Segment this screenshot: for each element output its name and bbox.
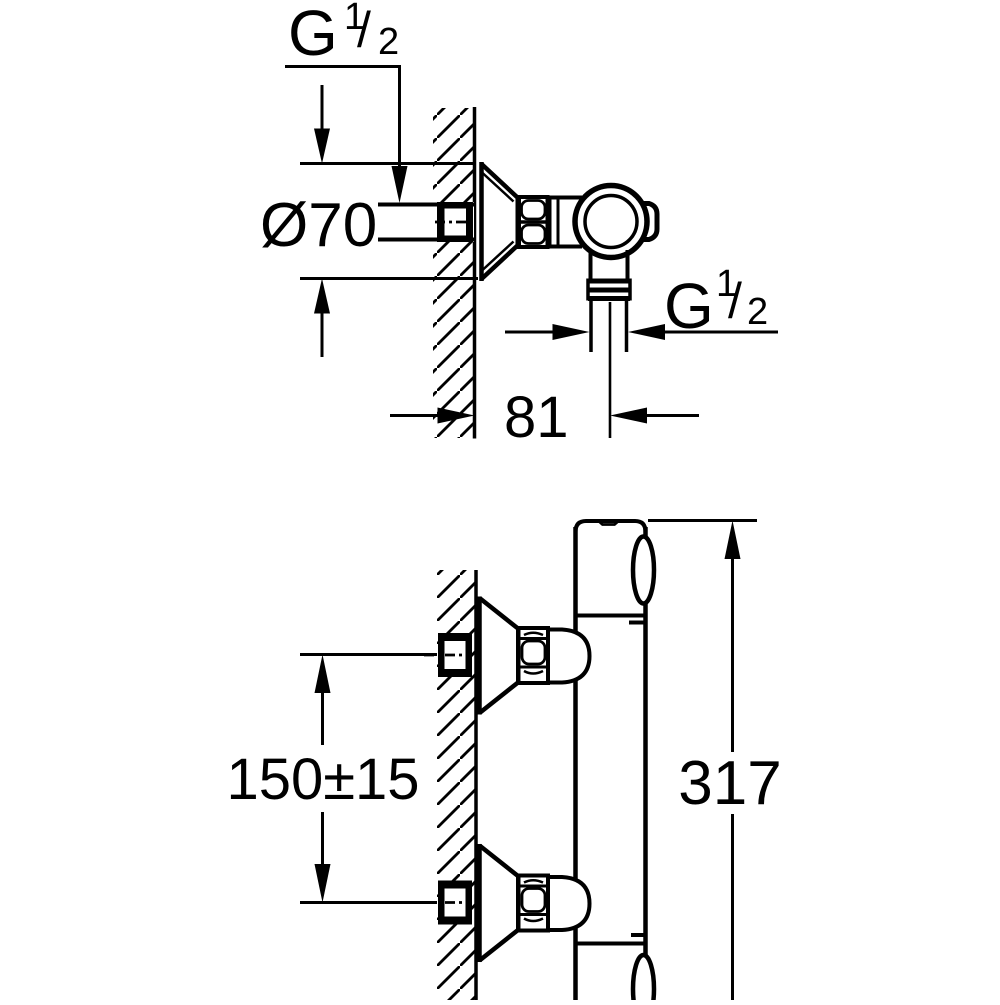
outlet-thread-label-denominator: 2 xyxy=(747,291,768,333)
dim-arrow-down xyxy=(391,166,408,203)
escutcheon-diameter-label: Ø70 xyxy=(260,191,377,260)
inlet-sleeve-collar xyxy=(548,197,560,247)
dim-arrow-right xyxy=(437,407,475,424)
dim-body-height xyxy=(648,519,757,1000)
handle-button-lower xyxy=(630,952,657,1005)
dim-extension-lines xyxy=(300,162,478,280)
union-dome xyxy=(548,875,592,932)
supply-thread-label-letter: G xyxy=(288,0,338,69)
dim-arrow-down xyxy=(314,864,331,903)
side-view: G 1 / 2 Ø70 G 1 / 2 81 xyxy=(260,0,778,450)
union-nut-facet-mid xyxy=(520,639,547,666)
dim-wall-to-outlet xyxy=(390,407,699,424)
union-nut-facet-arcs xyxy=(523,879,544,923)
dim-arrow-left xyxy=(628,324,665,340)
dim-supply-thread xyxy=(285,65,408,203)
dim-leader-line xyxy=(285,65,401,168)
escutcheon-fill xyxy=(479,598,518,713)
union-nut-facet-lines xyxy=(518,637,548,669)
outlet-thread-label-slash: / xyxy=(728,273,742,329)
union-nut-facet-mid xyxy=(520,887,547,913)
dim-arrow-left xyxy=(610,407,647,424)
inlet-spacing-label: 150±15 xyxy=(226,747,419,812)
supply-thread-label-slash: / xyxy=(357,2,371,58)
shower-hose xyxy=(589,300,629,352)
coupling-nut-ribs xyxy=(588,278,630,301)
supply-thread-label-numerator: 1 xyxy=(344,0,365,38)
dim-inlet-spacing xyxy=(300,653,437,904)
escutcheon-cone-side xyxy=(479,162,520,281)
wall-to-outlet-label: 81 xyxy=(504,385,569,450)
dim-arrow-right xyxy=(552,324,590,340)
front-view: 150±15 317 xyxy=(226,519,782,1005)
escutcheon-rim-lines-side xyxy=(481,171,515,272)
dim-arrow-up xyxy=(314,278,330,314)
body-top-cap xyxy=(573,519,648,533)
wall-hatching-side xyxy=(433,108,475,438)
handle-button-upper xyxy=(630,534,657,606)
dim-arrow-down xyxy=(314,128,330,164)
valve-body-circle-inner xyxy=(583,193,639,250)
dim-arrow-up xyxy=(724,520,741,559)
escutcheon-fill xyxy=(479,845,518,961)
union-nut-facet-bottom-side xyxy=(520,223,547,245)
escutcheon-fill-side xyxy=(481,164,518,279)
outlet-thread-label-letter: G xyxy=(664,270,714,342)
outlet-stub xyxy=(588,250,630,279)
outlet-thread-label-numerator: 1 xyxy=(716,263,737,305)
supply-thread-label-denominator: 2 xyxy=(378,21,399,63)
wall-union-lower xyxy=(424,843,592,963)
union-nut-facet-arcs xyxy=(523,631,544,675)
escutcheon-cone xyxy=(478,843,520,963)
union-nut-facet-lines xyxy=(518,884,548,916)
dim-arrow-up xyxy=(314,654,331,693)
body-height-label: 317 xyxy=(678,749,781,818)
pipe-thread-bore xyxy=(444,208,466,236)
dim-extension-lines xyxy=(300,653,437,904)
handle-end-cap xyxy=(642,201,660,242)
union-nut-facet-top-side xyxy=(520,199,547,221)
inlet-sleeve-side xyxy=(547,195,582,249)
dim-escutcheon-diameter xyxy=(300,162,478,357)
union-dome xyxy=(548,627,592,685)
body-top-notch xyxy=(597,519,620,526)
wall-union-upper xyxy=(424,596,592,715)
dim-outlet-thread xyxy=(505,324,778,340)
escutcheon-cone xyxy=(478,596,520,715)
